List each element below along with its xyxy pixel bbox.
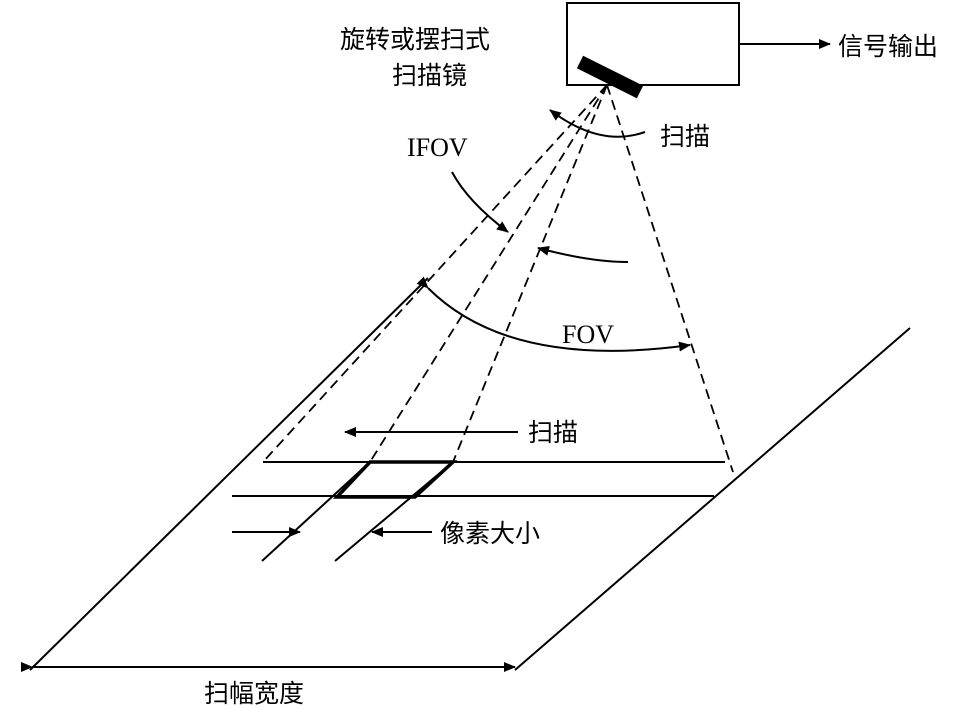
mirror-scan-arc — [549, 109, 646, 138]
swath-width-label: 扫幅宽度 — [204, 679, 304, 708]
signal-output-label: 信号输出 — [838, 32, 938, 61]
mirror-scan-label: 扫描 — [660, 122, 710, 151]
mirror-label-line1: 旋转或摆扫式 — [340, 25, 490, 54]
pixel-size-label: 像素大小 — [440, 519, 540, 548]
pixel-footprint — [332, 460, 458, 499]
ifov-angle-arc — [537, 246, 629, 263]
fov-angle-arc — [416, 276, 691, 352]
scan-mirror — [576, 55, 644, 99]
ifov-label: IFOV — [407, 133, 468, 162]
mirror-label-line2: 扫描镜 — [392, 61, 467, 90]
fov-label: FOV — [562, 320, 614, 349]
ground-scan-label: 扫描 — [528, 418, 578, 447]
ground-strip — [29, 277, 911, 671]
ifov-pointer-arrow — [451, 171, 509, 233]
view-rays — [262, 84, 734, 473]
